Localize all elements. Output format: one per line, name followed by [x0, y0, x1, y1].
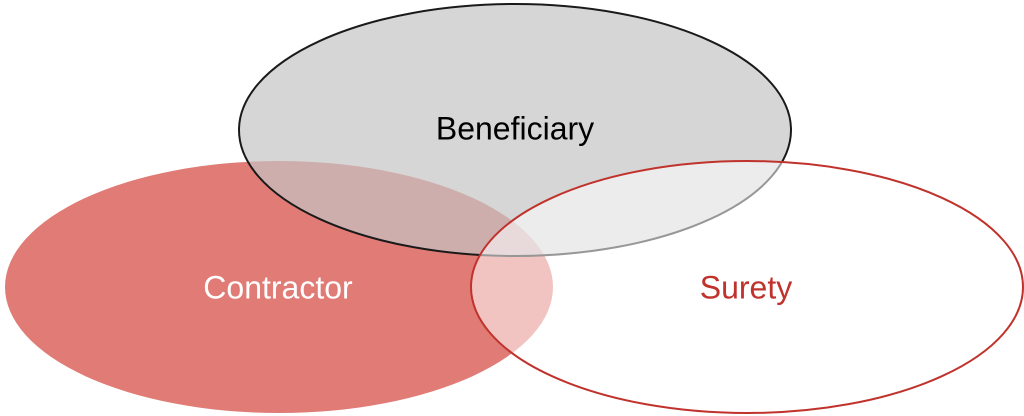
beneficiary-label: Beneficiary	[436, 110, 594, 146]
surety-ellipse	[470, 160, 1024, 414]
contractor-label: Contractor	[203, 269, 353, 305]
surety-label: Surety	[700, 269, 792, 305]
